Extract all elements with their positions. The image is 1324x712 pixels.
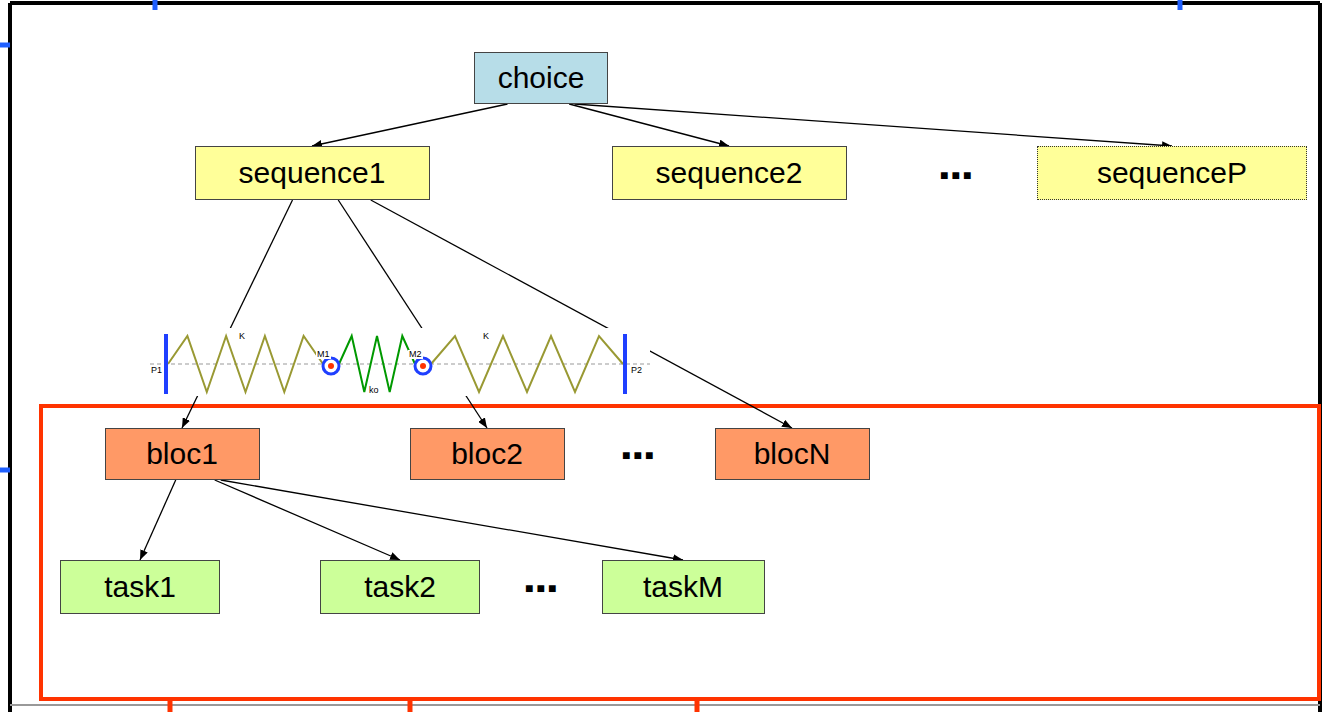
frame-bottom [10,704,1320,706]
mass-m2 [415,358,431,374]
node-text: bloc1 [146,437,218,471]
bloc-box: bloc2 [410,428,565,480]
tick-mark [0,468,10,473]
node-text: sequenceP [1097,156,1247,190]
mass-label: M2 [408,350,423,359]
spring-ko [339,336,415,392]
node-text: task1 [104,570,176,604]
center-line [150,364,650,365]
tick-mark [153,0,158,10]
node-text: sequence1 [239,156,386,190]
task-box: task2 [320,560,480,614]
bloc-box: bloc1 [105,428,260,480]
bloc-box: blocN [715,428,870,480]
node-text: taskM [643,570,723,604]
node-text: choice [498,61,585,95]
frame-top [10,1,1320,5]
spring-ground [150,328,650,396]
mass-core [420,363,426,369]
connector-arrow [215,480,400,560]
wall-label: P2 [630,366,643,375]
task-box: task1 [60,560,220,614]
ellipsis: ■■■ [525,581,559,595]
wall-p1 [164,334,168,394]
mass-core [328,363,334,369]
mass-label: M1 [316,350,331,359]
spring-k [431,336,623,392]
sequence-box: sequenceP [1037,146,1307,200]
tick-mark [168,700,173,712]
root-box: choice [474,52,608,104]
connector-arrow [312,104,508,146]
tick-mark [0,43,10,48]
tick-mark [408,700,413,712]
region-outline [41,406,1319,699]
ellipsis: ■■■ [940,168,974,182]
spring-label: K [482,332,490,341]
sequence-box: sequence1 [195,146,430,200]
tick-mark [695,700,700,712]
node-text: bloc2 [451,437,523,471]
tick-mark [1178,0,1183,10]
task-box: taskM [602,560,765,614]
wall-label: P1 [150,366,163,375]
wall-p2 [623,334,627,394]
connector-arrow [575,104,1173,146]
mass-m1 [323,358,339,374]
sequence-box: sequence2 [612,146,847,200]
frame-left [8,3,12,712]
node-text: sequence2 [656,156,803,190]
ellipsis: ■■■ [622,448,656,462]
connector-arrow [140,480,176,560]
connector-arrow [569,104,729,146]
connector-arrow [221,480,683,560]
spring-label: K [238,332,246,341]
spring-label: ko [368,386,380,395]
node-text: blocN [754,437,831,471]
spring-k [168,336,323,392]
node-text: task2 [364,570,436,604]
